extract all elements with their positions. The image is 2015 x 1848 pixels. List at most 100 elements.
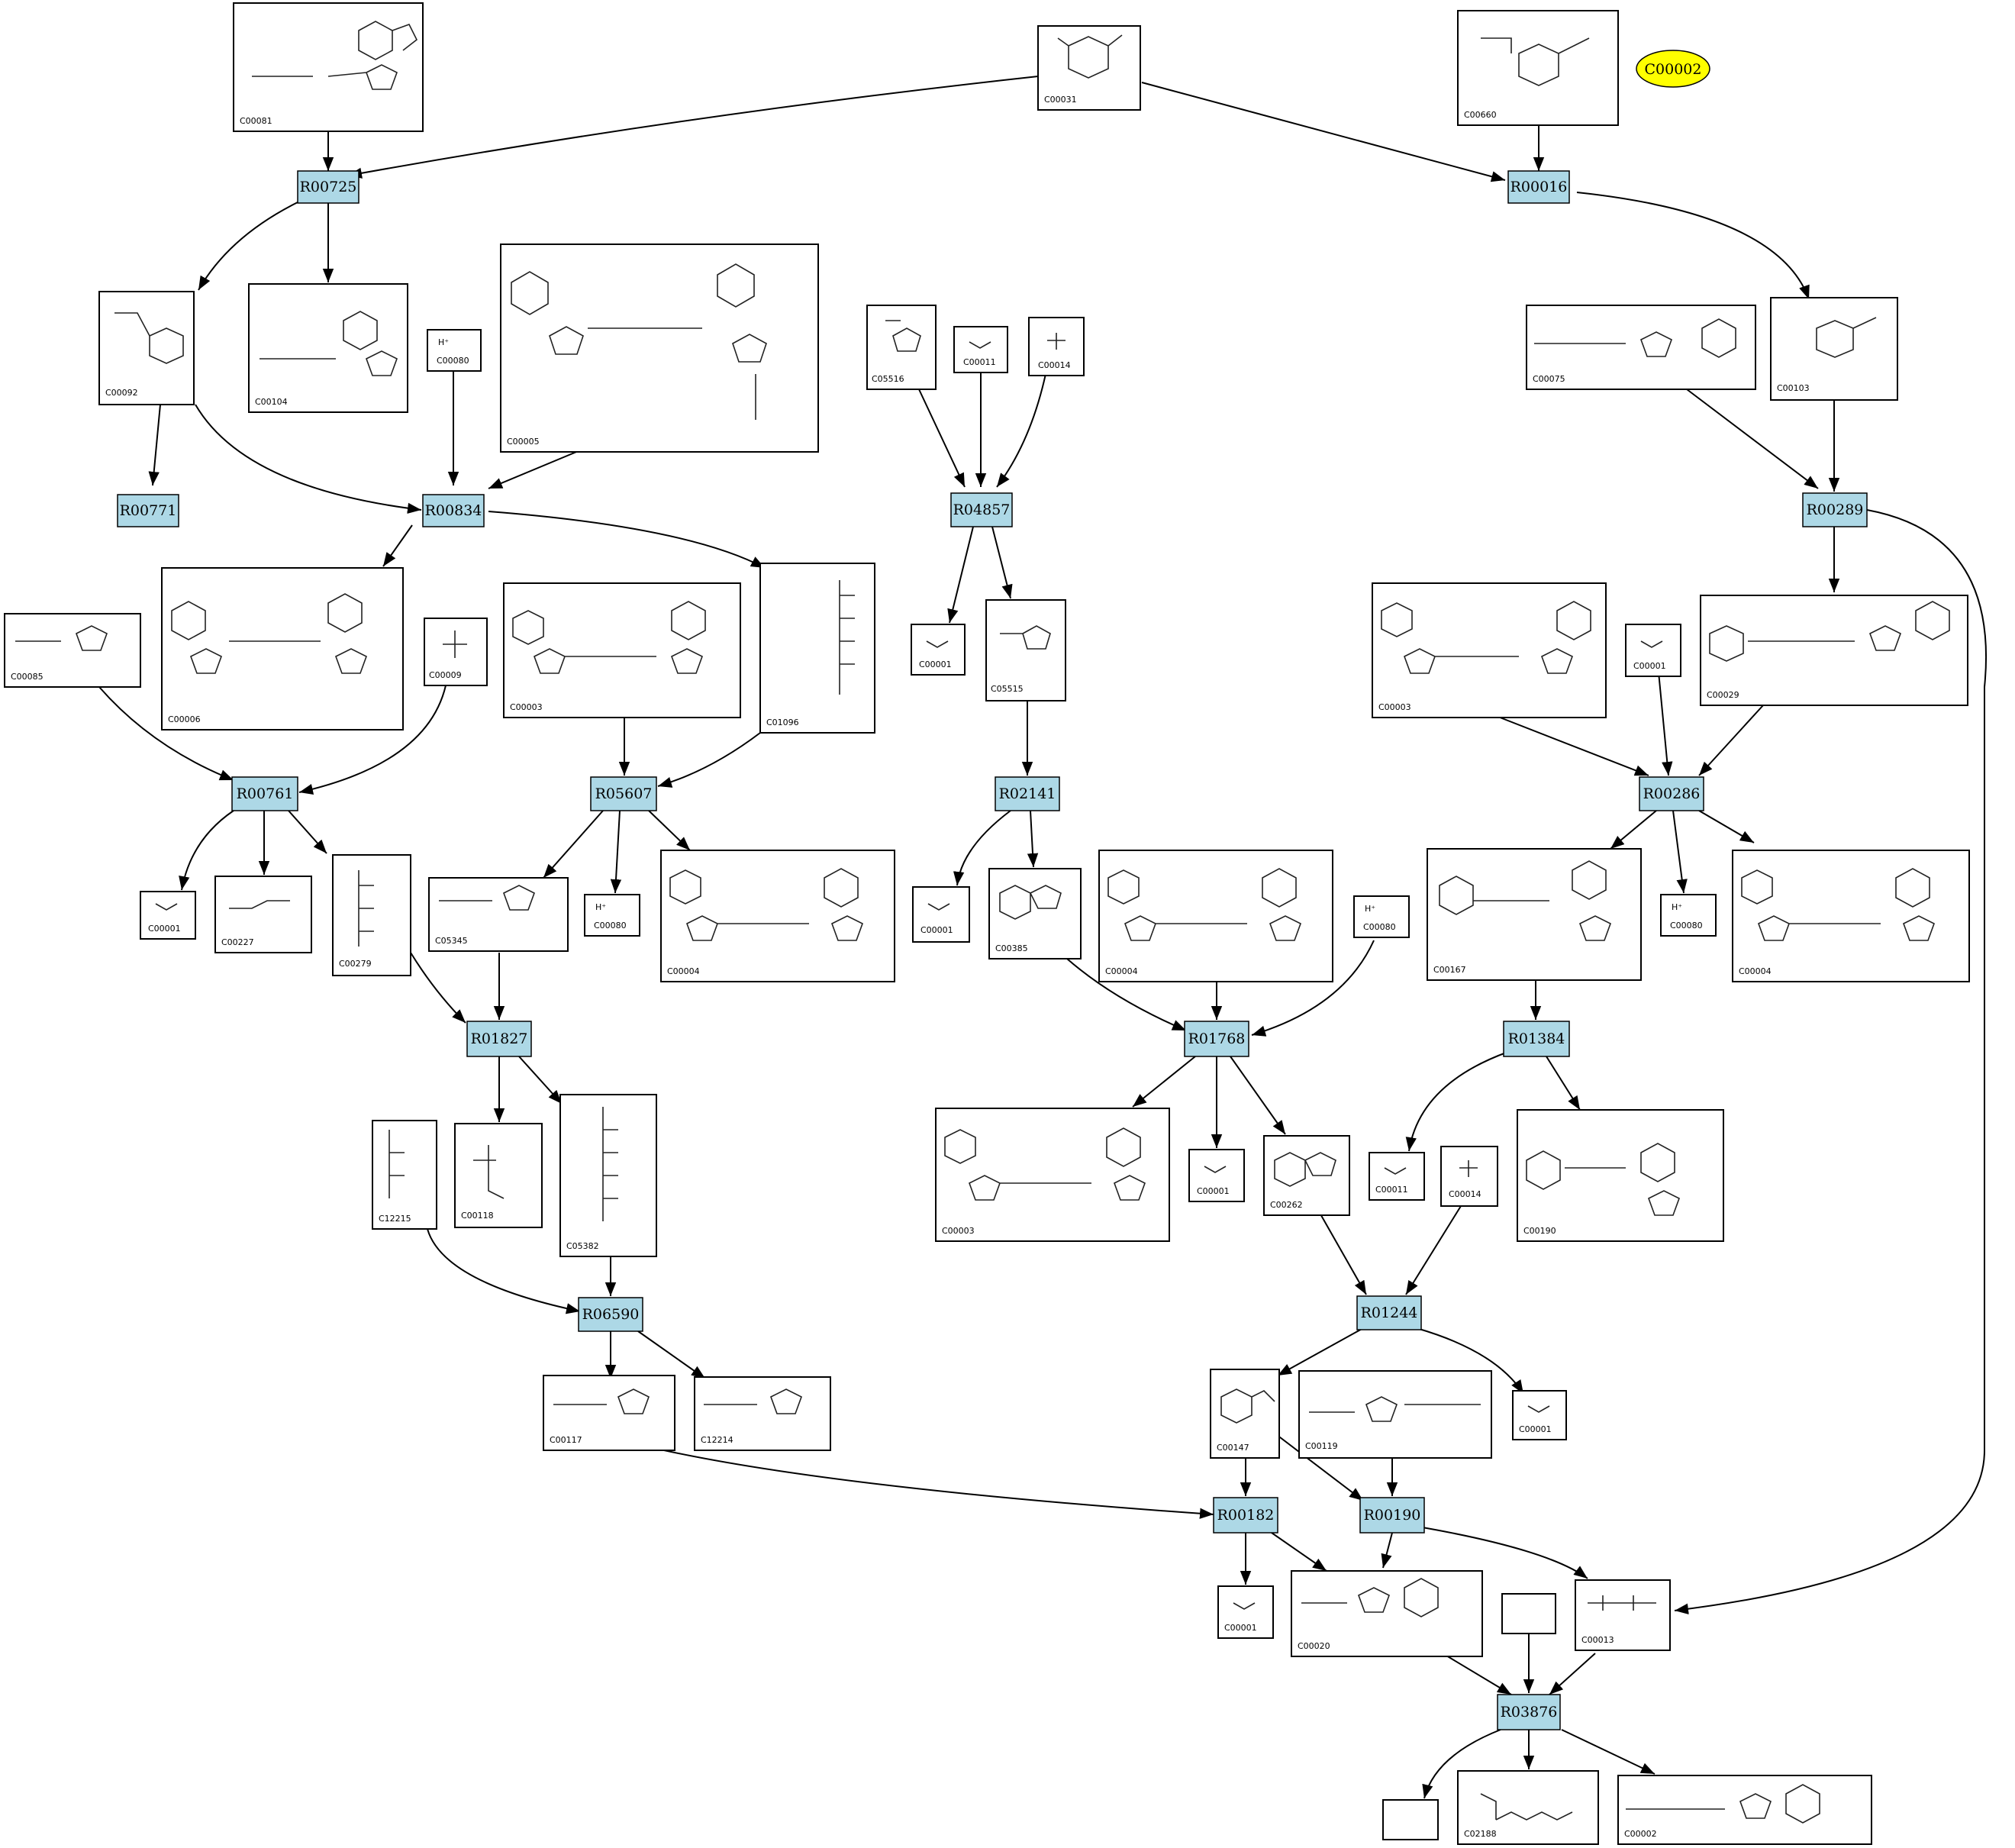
compound-node[interactable]: C00013 — [1575, 1579, 1671, 1651]
reaction-node[interactable]: R01827 — [466, 1021, 532, 1057]
compound-node[interactable]: C00385 — [988, 868, 1082, 959]
compound-node[interactable]: C00001 — [1512, 1390, 1567, 1440]
reaction-node[interactable]: R00289 — [1802, 492, 1868, 527]
compound-label: C00227 — [221, 937, 254, 947]
reaction-node[interactable]: R00286 — [1639, 776, 1704, 811]
compound-node[interactable]: C00001 — [1625, 624, 1681, 677]
reaction-node[interactable]: R00016 — [1507, 170, 1570, 204]
reaction-node[interactable]: R00725 — [297, 170, 359, 204]
reaction-node[interactable]: R00190 — [1359, 1497, 1425, 1534]
reaction-node[interactable]: R03876 — [1497, 1694, 1561, 1730]
compound-node[interactable]: C00014 — [1440, 1146, 1498, 1207]
structure-drawing — [1459, 1160, 1478, 1177]
compound-node[interactable]: C00029 — [1700, 595, 1968, 706]
highlighted-compound[interactable]: C00002 — [1636, 50, 1710, 88]
edge — [382, 524, 413, 567]
compound-node[interactable]: C00118 — [454, 1123, 543, 1228]
reaction-node[interactable]: R05607 — [590, 776, 657, 811]
compound-node[interactable]: C00002 — [1617, 1775, 1872, 1845]
compound-node[interactable]: C00001 — [140, 891, 196, 940]
structure-drawing — [252, 21, 418, 90]
compound-node[interactable] — [1501, 1593, 1556, 1634]
compound-node[interactable]: C00001 — [1217, 1585, 1274, 1639]
compound-node[interactable]: C01096 — [759, 563, 875, 734]
edge — [1549, 1653, 1596, 1695]
compound-node[interactable]: C00227 — [214, 876, 312, 953]
edge — [148, 404, 161, 486]
compound-node[interactable]: C00001 — [911, 624, 966, 676]
structure-drawing — [512, 601, 706, 674]
compound-node[interactable]: C00117 — [543, 1375, 675, 1451]
compound-node[interactable]: C00014 — [1028, 317, 1085, 376]
reaction-node[interactable]: R01384 — [1503, 1021, 1570, 1057]
compound-node[interactable]: C00262 — [1263, 1135, 1350, 1216]
compound-label: C00004 — [667, 966, 700, 976]
compound-node[interactable]: C00006 — [161, 567, 404, 730]
edge — [410, 952, 466, 1024]
reaction-node[interactable]: R06590 — [578, 1297, 643, 1332]
compound-node[interactable]: C00011 — [1369, 1152, 1425, 1201]
compound-node[interactable]: C12215 — [372, 1120, 437, 1230]
compound-node[interactable]: C00279 — [332, 854, 411, 976]
compound-node[interactable]: C00004 — [660, 850, 895, 982]
compound-node[interactable]: C12214 — [694, 1376, 831, 1451]
compound-node[interactable] — [1382, 1799, 1439, 1840]
compound-node[interactable]: C00103 — [1770, 297, 1898, 401]
reaction-label: R01384 — [1508, 1030, 1565, 1047]
compound-node[interactable]: C00081 — [233, 2, 424, 132]
compound-label: C00080 — [594, 921, 627, 930]
reaction-node[interactable]: R00834 — [422, 494, 485, 527]
compound-node[interactable]: C00190 — [1517, 1109, 1724, 1242]
compound-node[interactable]: C00147 — [1210, 1369, 1280, 1459]
compound-node[interactable]: C05382 — [559, 1094, 657, 1257]
compound-node[interactable]: C00085 — [4, 613, 141, 688]
compound-node[interactable]: C05515 — [985, 599, 1066, 701]
edge — [947, 526, 974, 624]
compound-node[interactable]: H⁺ C00080 — [584, 894, 640, 937]
reaction-node[interactable]: R00771 — [117, 494, 179, 527]
reaction-label: R01244 — [1361, 1305, 1418, 1321]
edge — [488, 450, 581, 489]
compound-node[interactable]: C05345 — [428, 877, 569, 952]
reaction-label: R00771 — [120, 502, 177, 519]
structure-drawing — [602, 1107, 618, 1221]
compound-node[interactable]: C00031 — [1037, 25, 1141, 111]
reaction-node[interactable]: R04857 — [950, 492, 1013, 527]
compound-label: C00190 — [1523, 1226, 1556, 1236]
structure-drawing — [1274, 1152, 1336, 1187]
compound-node[interactable]: C00003 — [1372, 582, 1607, 718]
compound-node[interactable]: C00011 — [953, 326, 1008, 373]
compound-label: C00005 — [507, 437, 540, 447]
compound-node[interactable]: C00004 — [1098, 850, 1333, 982]
compound-label: C00385 — [995, 943, 1028, 953]
reaction-node[interactable]: R01244 — [1356, 1295, 1422, 1330]
compound-node[interactable]: C00092 — [98, 291, 195, 405]
reaction-node[interactable]: R01768 — [1184, 1021, 1249, 1057]
reaction-node[interactable]: R00761 — [231, 776, 298, 811]
compound-node[interactable]: C00004 — [1732, 850, 1970, 982]
compound-node[interactable]: C00020 — [1291, 1570, 1483, 1657]
compound-node[interactable]: C00167 — [1427, 848, 1642, 981]
compound-node[interactable]: H⁺ C00080 — [1660, 894, 1717, 937]
edge — [1576, 192, 1810, 300]
compound-node[interactable]: C00660 — [1457, 10, 1619, 126]
compound-node[interactable]: H⁺ C00080 — [427, 329, 482, 372]
compound-node[interactable]: C05516 — [866, 305, 937, 390]
compound-node[interactable]: C00003 — [935, 1108, 1170, 1242]
edge — [543, 810, 604, 879]
compound-node[interactable]: C00075 — [1526, 305, 1756, 390]
compound-node[interactable]: C00001 — [1188, 1149, 1245, 1202]
compound-node[interactable]: C00001 — [912, 886, 970, 943]
structure-drawing — [1480, 1793, 1573, 1821]
compound-node[interactable]: H⁺ C00080 — [1353, 895, 1410, 938]
reaction-node[interactable]: R02141 — [995, 776, 1060, 811]
compound-node[interactable]: C02188 — [1457, 1770, 1599, 1845]
edge — [1251, 940, 1375, 1037]
compound-node[interactable]: C00005 — [500, 243, 819, 453]
compound-node[interactable]: C00009 — [424, 618, 488, 686]
compound-node[interactable]: C00003 — [503, 582, 741, 718]
edge — [1442, 1653, 1512, 1695]
compound-node[interactable]: C00104 — [248, 283, 408, 413]
reaction-node[interactable]: R00182 — [1213, 1497, 1278, 1534]
compound-node[interactable]: C00119 — [1298, 1370, 1492, 1459]
